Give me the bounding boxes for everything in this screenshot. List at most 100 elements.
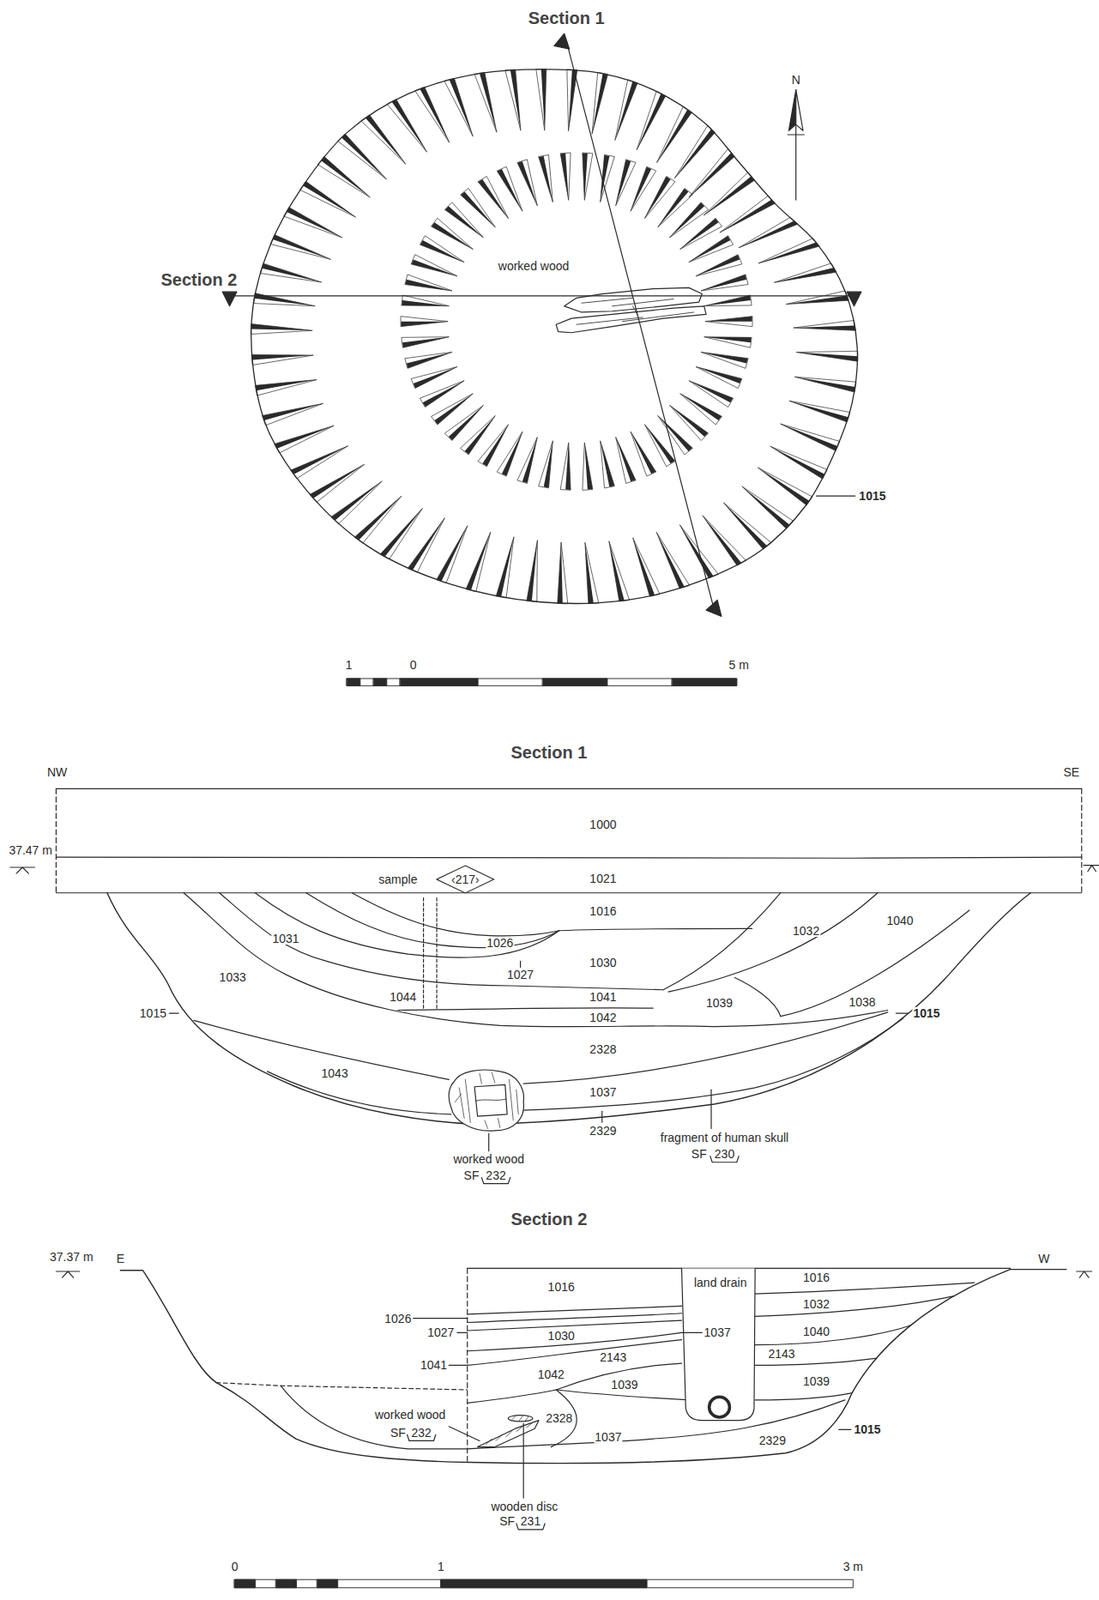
hachure xyxy=(585,542,599,604)
hachure-outline xyxy=(283,207,343,238)
hachure xyxy=(274,425,334,453)
hachure-fill xyxy=(411,259,458,276)
orientation-label: NW xyxy=(46,766,68,779)
hachure-outline xyxy=(411,254,458,277)
context-number: 1026 xyxy=(383,1312,412,1325)
context-number: 1016 xyxy=(547,1280,576,1293)
hachure-fill xyxy=(680,218,719,250)
hachure-fill xyxy=(320,157,370,198)
hachure-outline xyxy=(633,537,660,597)
hachure-outline xyxy=(615,79,638,140)
hachure-fill xyxy=(365,114,406,164)
drawing-line xyxy=(663,893,781,991)
hachure-fill xyxy=(793,325,856,331)
section-heading: Section 2 xyxy=(509,1210,588,1228)
hachure-fill xyxy=(702,515,742,566)
hachure-fill xyxy=(465,531,490,591)
drawing-line xyxy=(477,1420,539,1448)
hachure-outline xyxy=(789,400,851,423)
context-number: 1041 xyxy=(419,1358,448,1371)
hachure-outline xyxy=(560,442,571,490)
hachure-fill xyxy=(422,380,465,408)
context-number: 1032 xyxy=(791,924,821,937)
hachure-outline xyxy=(780,423,840,451)
drawing-line xyxy=(671,678,737,686)
context-number: 1015 xyxy=(911,1007,941,1020)
drawing-line xyxy=(754,1325,911,1346)
small-find-prefix: SF xyxy=(389,1426,407,1439)
hachure-fill xyxy=(331,481,382,521)
hachure xyxy=(404,351,453,369)
hachure-fill xyxy=(354,495,402,540)
hachure-fill xyxy=(615,436,636,482)
worked-wood-section xyxy=(477,1420,539,1448)
hachure-outline xyxy=(657,106,693,163)
context-number: 1015 xyxy=(138,1007,168,1020)
drawing-line xyxy=(346,678,737,686)
hachure-outline xyxy=(517,436,538,484)
hachure xyxy=(757,467,812,506)
hachure-outline xyxy=(794,376,856,393)
hachure-outline xyxy=(465,531,490,592)
drawing-line xyxy=(485,1423,532,1445)
hachure xyxy=(465,531,490,592)
hachure xyxy=(259,263,321,283)
north-arrow xyxy=(788,90,796,132)
leader-line xyxy=(448,1426,480,1442)
drawing-line xyxy=(467,1340,683,1366)
hachure-outline xyxy=(251,324,313,335)
drawing-line xyxy=(523,1012,888,1084)
small-find-number: 232 xyxy=(484,1169,507,1182)
hachure-fill xyxy=(700,351,749,363)
hachure-outline xyxy=(252,355,314,366)
hachure-fill xyxy=(585,542,594,604)
hachure-fill xyxy=(704,337,752,344)
hachure-fill xyxy=(286,207,343,238)
hachure xyxy=(789,400,851,423)
hachure xyxy=(380,507,423,559)
projected-edge xyxy=(216,1382,468,1390)
hachure-fill xyxy=(420,240,465,263)
hachure-fill xyxy=(688,235,731,263)
hachure-outline xyxy=(770,446,828,479)
section-heading: Section 2 xyxy=(159,271,238,289)
hachure-fill xyxy=(400,321,448,327)
context-number: 1033 xyxy=(218,971,248,984)
hachure-fill xyxy=(636,93,666,151)
hachure-outline xyxy=(415,87,450,144)
hachure-outline xyxy=(615,436,636,484)
drawing-line xyxy=(280,1385,846,1450)
hachure-fill xyxy=(302,181,356,218)
hachure-outline xyxy=(496,167,523,212)
context-number: 1039 xyxy=(705,996,734,1009)
annotation-label: worked wood xyxy=(374,1408,447,1421)
hachure-outline xyxy=(262,403,324,425)
hachure-outline xyxy=(386,99,427,152)
hachure xyxy=(495,537,514,598)
hachure xyxy=(719,195,775,233)
drawing-line xyxy=(754,1282,975,1294)
hachure xyxy=(436,525,468,584)
hachure-fill xyxy=(615,81,638,140)
datum-level: 37.37 m xyxy=(48,1250,95,1263)
hachure-fill xyxy=(565,442,571,490)
scale-bar xyxy=(346,678,737,686)
datum-marker xyxy=(1076,1271,1093,1278)
hachure xyxy=(582,442,593,490)
hachure-fill xyxy=(413,366,458,388)
context-number: 1042 xyxy=(588,1011,617,1024)
hachure xyxy=(271,235,332,260)
hachure-outline xyxy=(600,440,616,489)
context-number: 1031 xyxy=(271,932,300,945)
context-number: 1030 xyxy=(547,1329,576,1342)
hachure-outline xyxy=(505,69,521,131)
datum-marker xyxy=(1083,865,1099,872)
leader-line xyxy=(519,960,521,967)
hachure xyxy=(526,540,538,603)
drain-pipe xyxy=(709,1396,731,1418)
hachure xyxy=(538,440,554,489)
hachure-outline xyxy=(773,263,836,283)
small-find-prefix: SF xyxy=(498,1515,516,1528)
hachure-fill xyxy=(630,431,657,474)
hachure-fill xyxy=(408,518,446,571)
